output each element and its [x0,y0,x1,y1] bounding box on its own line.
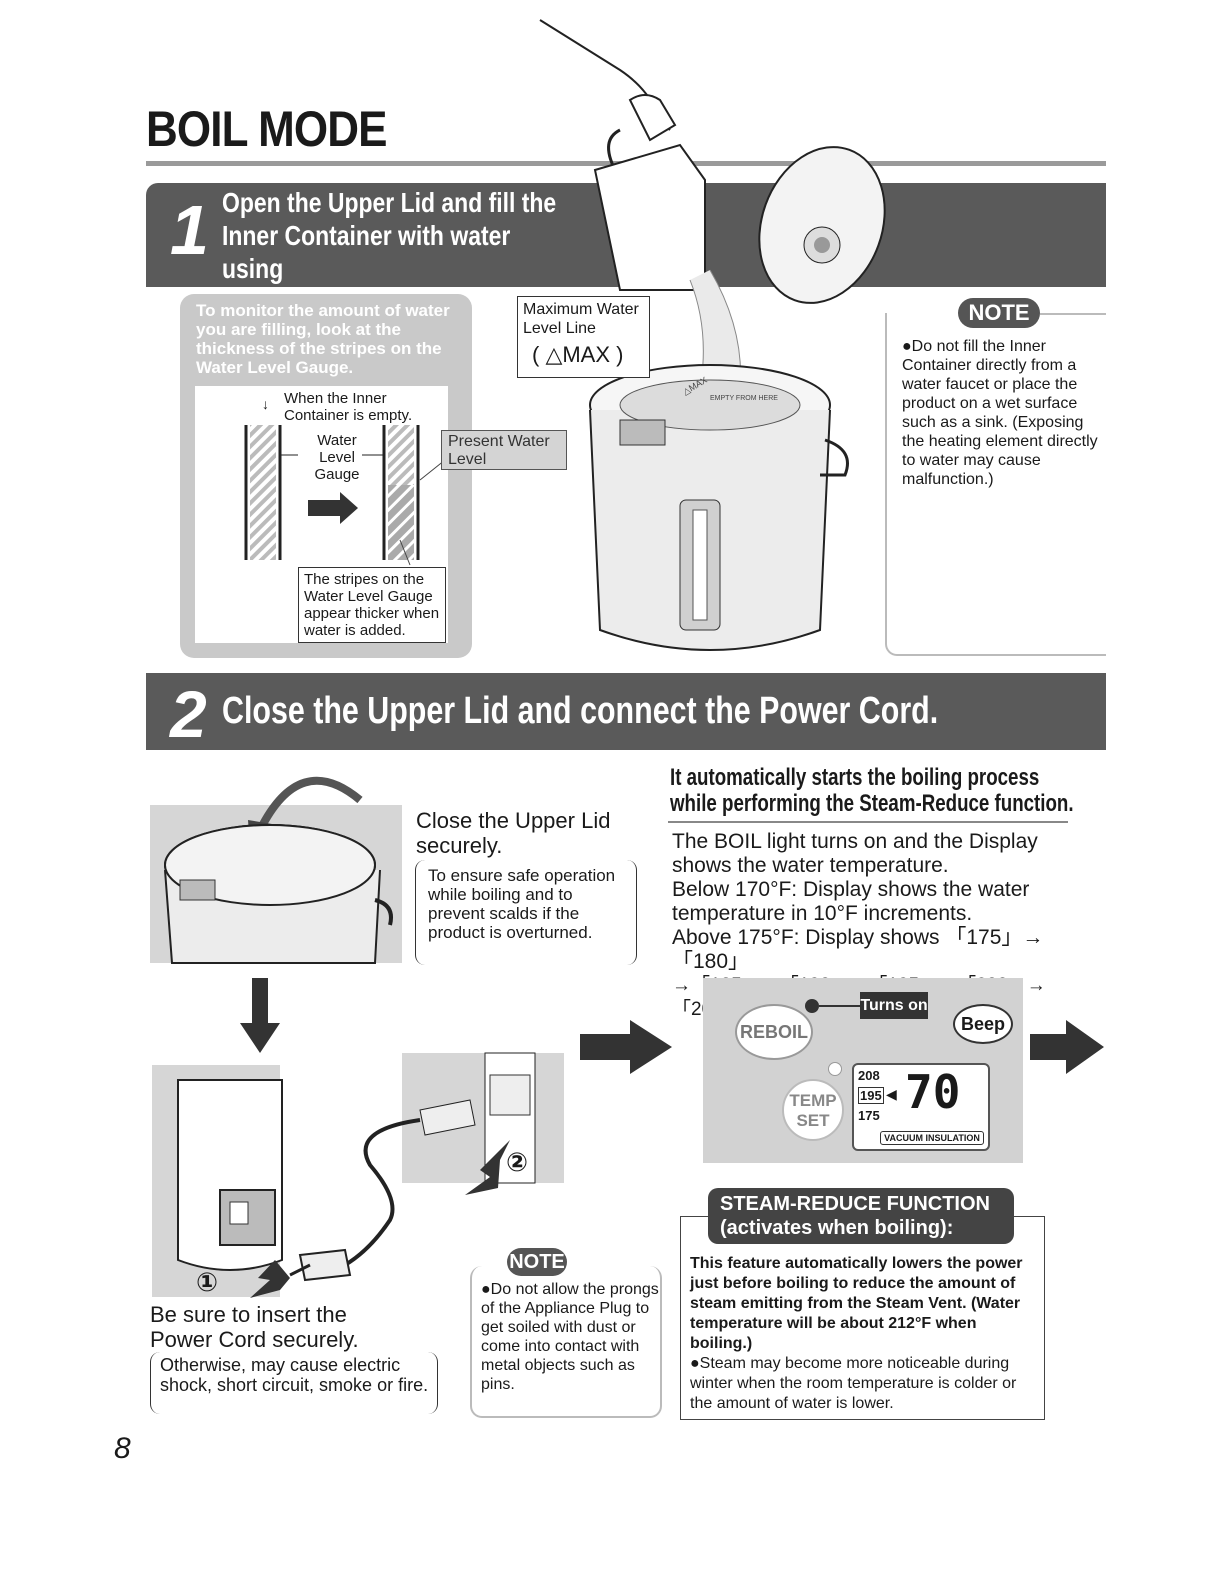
auto-boil-title-line: It automatically starts the boiling proc… [670,764,1040,791]
step1-title-line: Open the Upper Lid and fill the [222,187,557,218]
max-level-label: Maximum Water Level Line [523,301,639,337]
note2-badge: NOTE [507,1248,567,1276]
selected-triangle-icon: ◀ [886,1086,897,1102]
close-lid-title: Close the Upper Lid securely. [416,808,611,858]
pot-illustration: △MAX EMPTY FROM HERE [539,19,886,651]
steam-reduce-text: This feature automatically lowers the po… [690,1254,1040,1414]
step2-title: Close the Upper Lid and connect the Powe… [222,690,939,732]
note1-text: ●Do not fill the Inner Container directl… [902,338,1098,488]
down-arrow-icon: ↓ [262,396,269,412]
beep-bubble: Beep [953,1004,1013,1044]
reboil-button: REBOIL [735,1004,813,1060]
insert-note-bracket-left [150,1352,160,1414]
empty-label: When the Inner Container is empty. [284,390,413,424]
note1-badge: NOTE [958,298,1040,328]
steam-reduce-title-line: STEAM-REDUCE FUNCTION [720,1193,990,1215]
boil-light-indicator [805,999,819,1013]
boil-description-line: Above 175°F: Display shows 「175」→「180」 [672,926,1044,973]
indicator-leader [819,1005,861,1007]
boil-description-line: temperature in 10°F increments. [672,902,973,925]
note2-frame [470,1266,662,1418]
boil-description-line: shows the water temperature. [672,854,949,877]
preset-208: 208 [858,1068,880,1083]
step1-title-line: Inner Container with water using [222,220,511,284]
pot-empty-mark: EMPTY FROM HERE [710,395,778,402]
note1-rule [1040,313,1106,315]
power-cord-illustration [152,1052,564,1298]
auto-boil-title-line: while performing the Steam-Reduce functi… [670,790,1074,817]
temperature-display: 70 [905,1065,961,1119]
max-level-box [517,296,650,378]
steam-reduce-desc: This feature automatically lowers the po… [690,1255,1023,1352]
steam-reduce-bullet: ●Steam may become more noticeable during… [690,1355,1017,1412]
boil-description-line: The BOIL light turns on and the Display [672,830,1038,853]
step1-number: 1 [170,191,209,269]
auto-boil-title: It automatically starts the boiling proc… [670,765,1074,817]
monitor-text: To monitor the amount of water you are f… [196,301,450,377]
steam-reduce-title-line: (activates when boiling): [720,1217,954,1239]
temp-set-line: TEMP [789,1091,837,1110]
preset-175: 175 [858,1108,880,1123]
close-note-bracket-right [627,860,637,965]
lcd-display [852,1063,990,1151]
turns-on-label: Turns on [860,992,928,1019]
callout-1: ① [196,1267,219,1297]
note1-frame [885,313,1106,656]
water-gauge-diagram [244,425,446,566]
temp-set-button: TEMP SET [782,1079,844,1141]
boil-description-line: Below 170°F: Display shows the water [672,878,1030,901]
unlit-indicator [828,1062,842,1076]
steam-reduce-title: STEAM-REDUCE FUNCTION (activates when bo… [708,1188,1014,1244]
auto-boil-rule [668,821,1068,823]
present-level-label: Present Water Level [448,433,550,468]
temp-set-line: SET [796,1111,830,1130]
close-lid-note: To ensure safe operation while boiling a… [428,866,616,942]
right-arrow-icon [1030,1020,1104,1074]
close-note-bracket-left [415,860,425,965]
insert-cord-note: Otherwise, may cause electric shock, sho… [160,1355,429,1395]
close-lid-illustration [150,776,402,964]
stripes-note: The stripes on the Water Level Gauge app… [304,571,440,639]
stripes-note-box [298,567,446,643]
step2-banner [146,673,1106,750]
max-level-symbol: ( △MAX ) [532,342,624,367]
insert-note-bracket-right [428,1352,438,1414]
present-level-box [441,430,567,470]
insert-cord-title: Be sure to insert the Power Cord securel… [150,1302,359,1352]
step2-number: 2 [170,677,207,751]
page-title: BOIL MODE [146,101,387,157]
right-arrow-icon [580,1020,672,1074]
gauge-label: Water Level Gauge [314,432,360,483]
note2-text: ●Do not allow the prongs of the Applianc… [481,1281,659,1393]
preset-195: 195 [858,1087,884,1104]
callout-2: ② [506,1147,529,1177]
vacuum-insulation-label: VACUUM INSULATION [880,1131,984,1145]
page-number: 8 [114,1432,131,1465]
